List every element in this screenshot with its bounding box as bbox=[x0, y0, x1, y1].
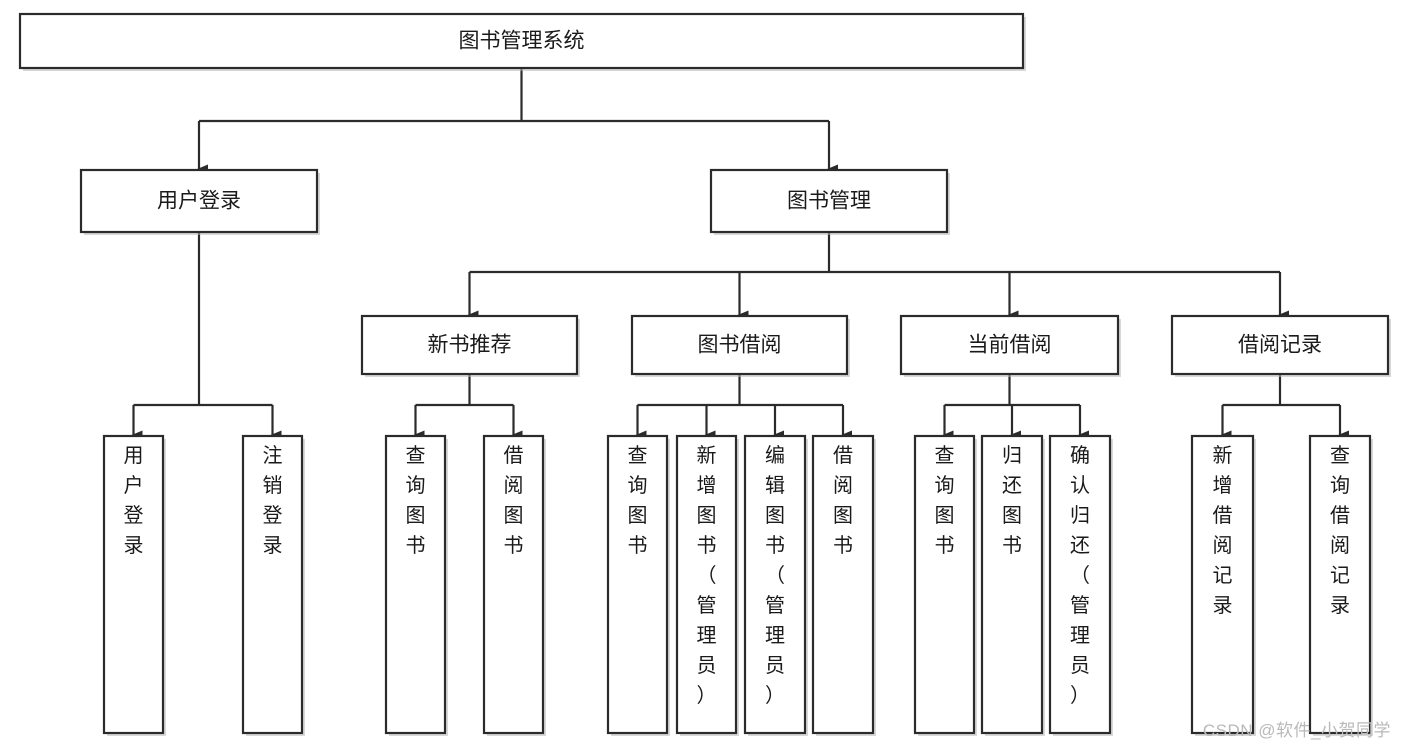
node-label: 查询借阅记录 bbox=[1330, 444, 1350, 617]
node-rect[interactable] bbox=[1048, 434, 1112, 735]
connector-group-borrow-record bbox=[1220, 374, 1350, 440]
node-label: 新书推荐 bbox=[428, 334, 512, 357]
node-rect[interactable] bbox=[980, 434, 1044, 735]
node-label: 图书管理系统 bbox=[459, 30, 585, 53]
node-rect[interactable] bbox=[1308, 434, 1372, 735]
node-leaf-query-book-1[interactable]: 查询图书 bbox=[384, 434, 448, 736]
node-label: 借阅记录 bbox=[1238, 334, 1322, 357]
node-label: 查询图书 bbox=[628, 444, 648, 557]
edge-layer bbox=[131, 68, 1350, 440]
node-label: 图书借阅 bbox=[698, 334, 782, 357]
node-label: 借阅图书 bbox=[833, 444, 853, 557]
node-rect[interactable] bbox=[384, 434, 447, 735]
node-label: 借阅图书 bbox=[504, 444, 524, 557]
node-leaf-return-book[interactable]: 归还图书 bbox=[980, 434, 1045, 736]
node-rect[interactable] bbox=[743, 434, 807, 735]
node-label: 编辑图书（管理员） bbox=[765, 444, 785, 707]
node-rect[interactable] bbox=[79, 168, 319, 234]
node-rect[interactable] bbox=[1190, 434, 1255, 735]
connector-group-current-borrow bbox=[942, 374, 1090, 440]
connector-group-user-login bbox=[131, 232, 282, 440]
node-rect[interactable] bbox=[811, 434, 875, 735]
node-leaf-logout[interactable]: 注销登录 bbox=[241, 434, 305, 736]
node-label: 用户登录 bbox=[157, 190, 241, 213]
node-rect[interactable] bbox=[18, 12, 1025, 70]
csdn-watermark: CSDN @软件_小贺同学 bbox=[1202, 721, 1391, 740]
node-label: 注销登录 bbox=[263, 444, 283, 557]
node-user-login[interactable]: 用户登录 bbox=[79, 168, 320, 235]
node-label: 用户登录 bbox=[124, 445, 144, 557]
node-rect[interactable] bbox=[709, 168, 949, 234]
node-label: 图书管理 bbox=[787, 190, 871, 213]
node-leaf-query-record[interactable]: 查询借阅记录 bbox=[1308, 434, 1373, 736]
node-leaf-edit-book[interactable]: 编辑图书（管理员） bbox=[743, 434, 808, 736]
node-leaf-add-book[interactable]: 新增图书（管理员） bbox=[675, 434, 739, 736]
node-leaf-query-book-2[interactable]: 查询图书 bbox=[606, 434, 670, 736]
connector-group-root bbox=[197, 68, 839, 174]
node-label: 新增借阅记录 bbox=[1213, 444, 1233, 617]
connector-group-book-manage bbox=[467, 232, 1290, 320]
connector-group-new-book-rec bbox=[413, 374, 523, 440]
node-leaf-user-login[interactable]: 用户登录 bbox=[102, 434, 166, 736]
node-book-manage[interactable]: 图书管理 bbox=[709, 168, 950, 235]
node-book-borrow[interactable]: 图书借阅 bbox=[630, 314, 850, 377]
node-leaf-confirm-return[interactable]: 确认归还（管理员） bbox=[1048, 434, 1113, 736]
node-rect[interactable] bbox=[630, 314, 849, 376]
node-label: 确认归还（管理员） bbox=[1070, 444, 1090, 707]
node-label: 当前借阅 bbox=[968, 334, 1052, 357]
node-rect[interactable] bbox=[482, 434, 545, 735]
node-label: 查询图书 bbox=[406, 444, 426, 557]
node-label: 归还图书 bbox=[1002, 444, 1022, 557]
node-label: 查询图书 bbox=[935, 444, 955, 557]
node-rect[interactable] bbox=[913, 434, 976, 735]
node-rect[interactable] bbox=[360, 314, 579, 376]
node-layer: 图书管理系统用户登录图书管理新书推荐图书借阅当前借阅借阅记录用户登录注销登录查询… bbox=[18, 12, 1391, 736]
node-root[interactable]: 图书管理系统 bbox=[18, 12, 1026, 71]
node-leaf-borrow-book-2[interactable]: 借阅图书 bbox=[811, 434, 876, 736]
node-rect[interactable] bbox=[102, 434, 165, 735]
node-leaf-borrow-book-1[interactable]: 借阅图书 bbox=[482, 434, 546, 736]
node-rect[interactable] bbox=[606, 434, 669, 735]
node-leaf-query-book-3[interactable]: 查询图书 bbox=[913, 434, 977, 736]
node-current-borrow[interactable]: 当前借阅 bbox=[899, 314, 1121, 377]
node-rect[interactable] bbox=[899, 314, 1120, 376]
node-new-book-rec[interactable]: 新书推荐 bbox=[360, 314, 580, 377]
connector-group-book-borrow bbox=[635, 374, 853, 440]
node-rect[interactable] bbox=[675, 434, 738, 735]
node-leaf-add-record[interactable]: 新增借阅记录 bbox=[1190, 434, 1256, 736]
node-label: 新增图书（管理员） bbox=[697, 444, 717, 707]
node-rect[interactable] bbox=[241, 434, 304, 735]
node-rect[interactable] bbox=[1170, 314, 1390, 376]
node-borrow-record[interactable]: 借阅记录 bbox=[1170, 314, 1391, 377]
